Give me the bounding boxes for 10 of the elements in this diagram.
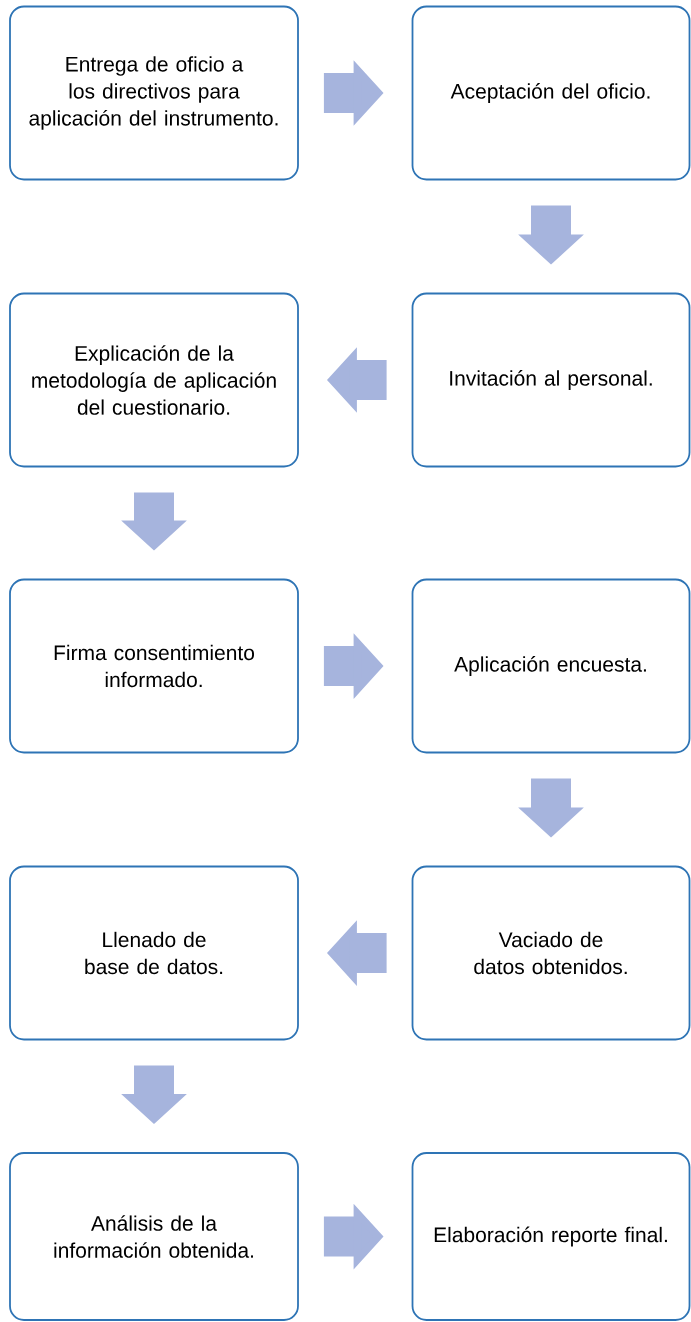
process-box: Análisis de la información obtenida. bbox=[9, 1152, 299, 1321]
process-box: Aceptación del oficio. bbox=[411, 5, 691, 181]
process-box: Aplicación encuesta. bbox=[411, 578, 691, 754]
process-box: Firma consentimiento informado. bbox=[9, 578, 299, 754]
process-box: Elaboración reporte final. bbox=[411, 1152, 691, 1321]
process-box: Llenado de base de datos. bbox=[9, 865, 299, 1041]
process-box: Entrega de oficio a los directivos para aplicación del instrumento. bbox=[9, 5, 299, 181]
process-box: Explicación de la metodología de aplicación del cuestionario. bbox=[9, 292, 299, 468]
process-box: Invitación al personal. bbox=[411, 292, 691, 468]
process-box: Vaciado de datos obtenidos. bbox=[411, 865, 691, 1041]
